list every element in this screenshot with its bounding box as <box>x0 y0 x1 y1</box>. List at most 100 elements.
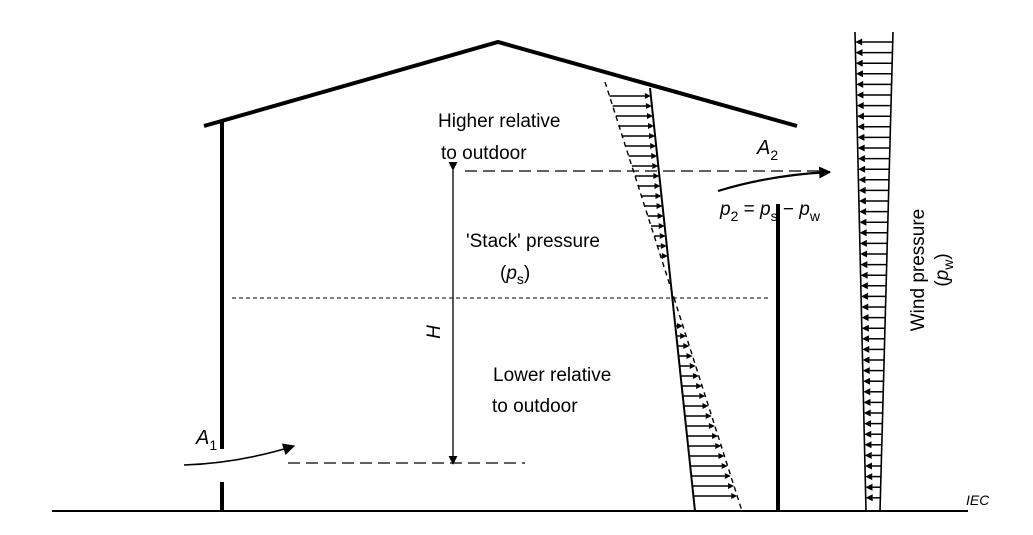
stack-pressure-arrow <box>693 493 738 499</box>
stack-pressure-arrow <box>615 113 653 119</box>
lower-relative-label: Lower relative <box>493 365 611 386</box>
stack-profile-upper-dashed <box>604 81 675 299</box>
stack-pressure-label: 'Stack' pressure <box>466 231 600 252</box>
wind-pressure-arrow <box>860 282 887 290</box>
stack-pressure-arrow <box>681 383 703 389</box>
stack-pressure-arrow <box>677 343 690 349</box>
stack-pressure-arrow <box>644 203 663 209</box>
wind-pressure-arrow <box>861 324 885 332</box>
stack-pressure-arrow <box>679 363 696 369</box>
wind-pressure-arrow <box>858 165 890 173</box>
wind-pressure-arrow <box>862 345 885 353</box>
stack-pressure-arrow <box>692 483 735 489</box>
wind-pressure-arrow <box>855 70 892 78</box>
wind-pressure-arrow <box>858 176 889 184</box>
stack-pressure-arrow <box>684 413 712 419</box>
wind-pressure-arrow <box>864 451 882 459</box>
wind-pressure-arrow <box>862 356 885 364</box>
wind-pressure-arrow <box>865 473 881 481</box>
wind-pressure-arrow <box>862 335 885 343</box>
stack-pressure-arrow <box>635 173 660 179</box>
stack-pressure-arrow <box>690 463 728 469</box>
stack-pressure-arrow <box>678 353 693 359</box>
wind-pressure-arrow <box>863 398 883 406</box>
iec-watermark: IEC <box>966 492 990 508</box>
lower-relative-label-line2: to outdoor <box>492 396 578 417</box>
stack-pressure-arrow <box>685 423 715 429</box>
stack-pressure-arrow <box>647 213 664 219</box>
wind-pressure-arrow <box>858 186 889 194</box>
stack-pressure-arrow <box>651 223 665 229</box>
wind-pressure-arrow <box>865 494 881 502</box>
wind-pressure-arrow <box>864 430 883 438</box>
wind-pressure-arrow <box>859 229 888 237</box>
higher-relative-label: Higher relative <box>438 111 561 132</box>
wind-pressure-arrow <box>859 239 888 247</box>
stack-pressure-arrow <box>682 393 706 399</box>
wind-profile-right-line <box>879 31 894 512</box>
stack-pressure-arrow <box>638 183 661 189</box>
wind-pressure-arrow <box>856 91 892 99</box>
wind-pressure-arrow <box>862 367 884 375</box>
opening-a2-label: A2 <box>756 137 778 163</box>
stack-profile-lower-dashed <box>673 297 743 512</box>
stack-pressure-arrow <box>628 153 658 159</box>
wind-pressure-profile <box>854 31 894 512</box>
stack-pressure-arrow <box>612 103 652 109</box>
wind-pressure-arrow <box>859 208 889 216</box>
wind-pressure-arrow <box>864 462 882 470</box>
stack-pressure-arrow <box>609 93 651 99</box>
wind-pressure-arrow <box>855 59 893 67</box>
stack-pressure-arrow <box>676 333 687 339</box>
height-label: H <box>424 325 445 339</box>
wind-pressure-arrow <box>855 49 893 57</box>
stack-pressure-arrow <box>631 163 659 169</box>
wind-pressure-arrow <box>865 483 881 491</box>
wind-pressure-arrow <box>858 197 889 205</box>
stack-pressure-arrow <box>687 433 719 439</box>
stack-pressure-arrow <box>675 323 683 329</box>
higher-relative-label-line2: to outdoor <box>441 143 527 164</box>
wind-pressure-arrow <box>857 123 891 131</box>
stack-pressure-symbol: (ps) <box>500 263 530 287</box>
wind-pressure-arrow <box>861 303 886 311</box>
stack-pressure-arrow <box>680 373 699 379</box>
stack-pressure-arrow <box>660 253 668 259</box>
stack-pressure-arrow <box>625 143 657 149</box>
stack-pressure-arrow <box>641 193 662 199</box>
wind-pressure-label: Wind pressure <box>908 209 929 332</box>
wind-pressure-arrow <box>859 218 888 226</box>
wind-profile-left-line <box>854 31 867 512</box>
pressure-difference-formula: p2 = ps − pw <box>719 199 821 224</box>
stack-profile-reference-line <box>649 87 696 512</box>
building-roof <box>203 39 798 128</box>
wind-pressure-arrow <box>863 420 883 428</box>
stack-pressure-arrow <box>683 403 709 409</box>
inflow-arrow-a1 <box>183 443 296 466</box>
wind-pressure-arrow <box>864 441 882 449</box>
stack-pressure-arrow <box>622 133 656 139</box>
stack-pressure-profile <box>604 81 743 512</box>
wind-pressure-arrow <box>860 250 887 258</box>
wind-pressure-arrow <box>857 144 890 152</box>
wind-pressure-arrow <box>863 409 883 417</box>
wind-pressure-arrow <box>861 292 886 300</box>
stack-pressure-arrow <box>689 453 725 459</box>
wind-pressure-arrow <box>863 388 884 396</box>
wind-pressure-arrow <box>856 112 891 120</box>
wind-pressure-symbol: (pw) <box>932 253 956 286</box>
outflow-arrow-a2 <box>717 166 832 193</box>
opening-a1-label: A1 <box>195 427 217 453</box>
wind-pressure-arrow <box>860 271 887 279</box>
wind-pressure-arrow <box>863 377 884 385</box>
stack-pressure-arrow <box>654 233 666 239</box>
wind-pressure-arrow <box>857 155 890 163</box>
stack-pressure-arrow <box>619 123 655 129</box>
stack-pressure-arrow <box>657 243 667 249</box>
wind-pressure-arrow <box>856 102 892 110</box>
stack-pressure-arrow <box>688 443 722 449</box>
wind-pressure-arrow <box>856 80 892 88</box>
wind-pressure-arrow <box>857 133 891 141</box>
stack-pressure-arrow <box>691 473 731 479</box>
